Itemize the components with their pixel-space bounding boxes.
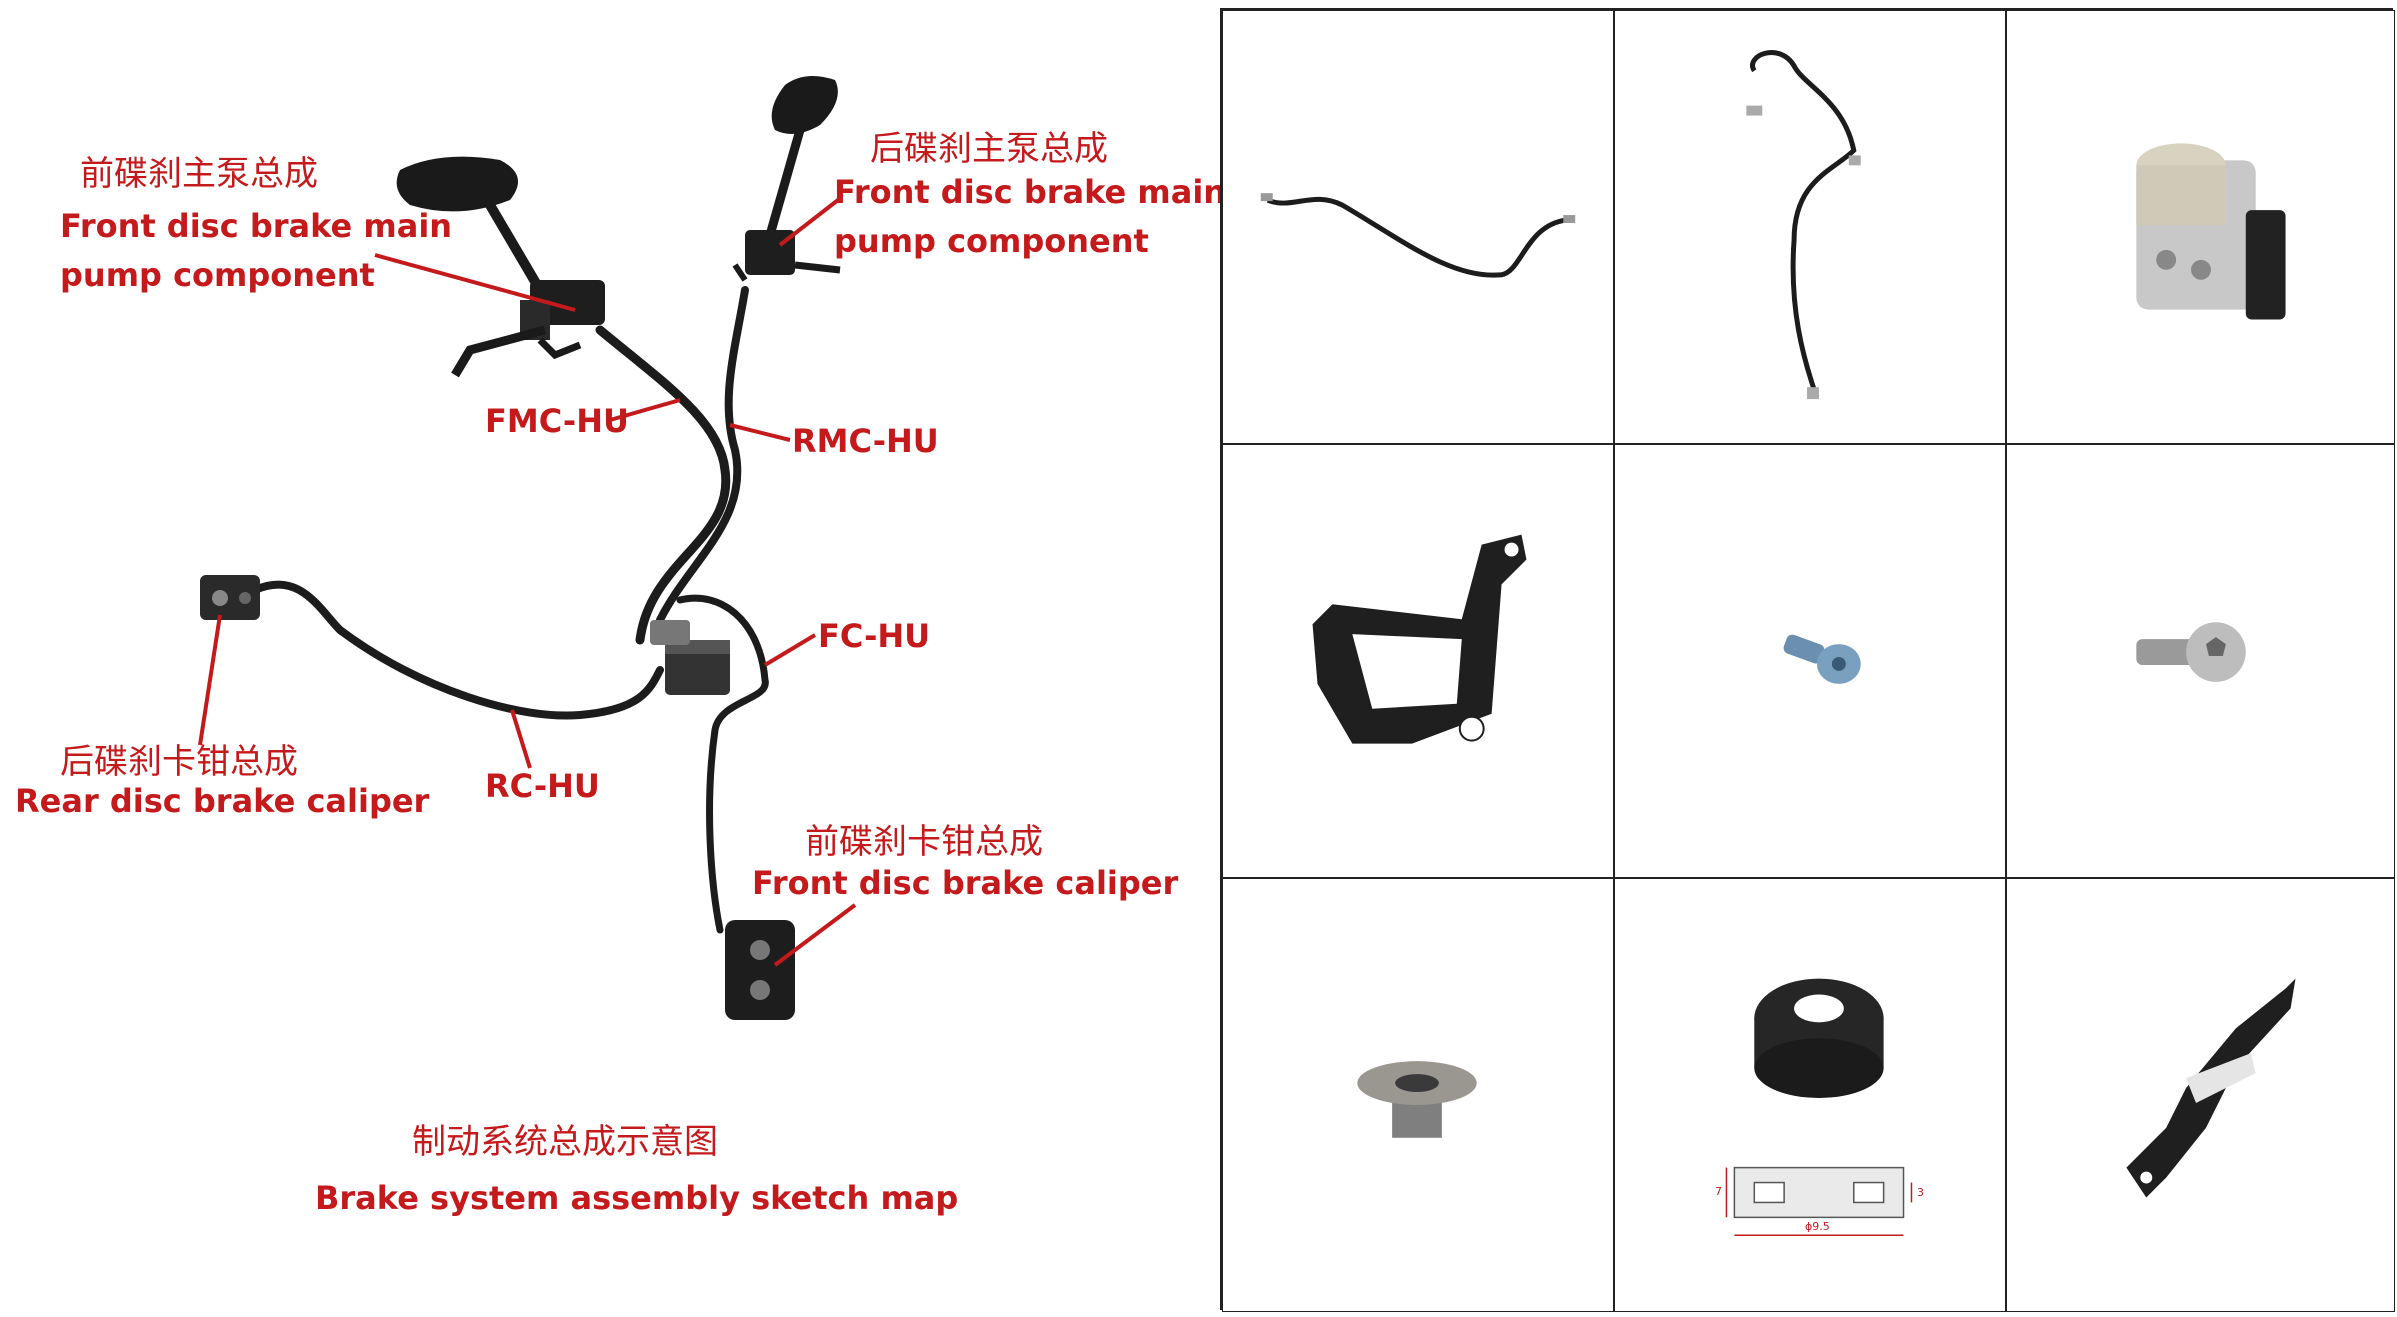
front-pump-label-en-1: Front disc brake main (60, 207, 453, 245)
part-cell-flange-bolt (1614, 444, 2006, 878)
front-pump-label-zh: 前碟刹主泵总成 (80, 154, 318, 194)
brake-hose-long-icon (1746, 50, 1861, 400)
part-cell-flanged-bushing (1222, 878, 1614, 1312)
part-cell-brake-hose-long (1614, 10, 2006, 444)
flange-bolt-icon (1783, 634, 1861, 684)
brake-system-illustration (198, 76, 857, 1020)
part-cell-abs-unit (2006, 10, 2395, 444)
brake-hose-short-icon (1260, 193, 1576, 278)
rmc-hu-leader (729, 423, 791, 442)
front-pump-label-en-2: pump component (60, 256, 375, 294)
brake-system-sketch: 前碟刹主泵总成 Front disc brake main pump compo… (15, 76, 1226, 1217)
rear-pump-label-en-1: Front disc brake main (834, 173, 1227, 211)
caption-en: Brake system assembly sketch map (315, 1179, 959, 1217)
rc-hu-leader (510, 709, 532, 769)
rear-pump-label-en-2: pump component (834, 222, 1149, 260)
fmc-hu-leader (609, 398, 681, 422)
fc-hu-hose (676, 594, 769, 934)
hydraulic-unit-icon (650, 620, 730, 695)
torx-screw-icon (2136, 622, 2246, 682)
rear-caliper-label-en: Rear disc brake caliper (15, 782, 430, 820)
parts-grid: 7 3 ϕ9.5 (1220, 8, 2395, 1312)
mounting-bracket-icon (1312, 534, 1527, 744)
fc-hu-leader (763, 633, 817, 667)
rear-pump-label-zh: 后碟刹主泵总成 (870, 129, 1108, 169)
fc-hu-label: FC-HU (818, 617, 931, 655)
z-bracket-icon (2126, 978, 2296, 1198)
rear-master-cylinder-icon (732, 76, 841, 282)
rear-pump-leader (778, 198, 840, 247)
front-caliper-leader (773, 903, 857, 967)
front-caliper-icon (725, 920, 795, 1020)
abs-unit-icon (2136, 143, 2286, 320)
part-cell-rubber-grommet: 7 3 ϕ9.5 (1614, 878, 2006, 1312)
grommet-dim-diameter: ϕ9.5 (1805, 1220, 1830, 1233)
grommet-dimension-drawing (1725, 1166, 1913, 1237)
flanged-bushing-icon (1357, 1061, 1477, 1138)
part-cell-brake-hose-short (1222, 10, 1614, 444)
rc-hu-label: RC-HU (485, 767, 600, 805)
front-caliper-label-en: Front disc brake caliper (752, 864, 1179, 902)
part-cell-z-bracket (2006, 878, 2395, 1312)
fmc-hu-hose (595, 325, 731, 645)
rubber-grommet-icon (1725, 978, 1913, 1237)
front-master-cylinder-icon (396, 156, 605, 378)
grommet-dim-height: 7 (1715, 1185, 1722, 1198)
fmc-hu-label: FMC-HU (485, 402, 629, 440)
caption-zh: 制动系统总成示意图 (412, 1122, 718, 1162)
front-pump-leader (374, 253, 576, 312)
rear-caliper-leader (198, 614, 222, 746)
part-cell-mounting-bracket (1222, 444, 1614, 878)
rear-caliper-label-zh: 后碟刹卡钳总成 (60, 742, 298, 782)
part-cell-torx-screw (2006, 444, 2395, 878)
rmc-hu-hose (656, 286, 749, 624)
grommet-dim-groove: 3 (1917, 1186, 1924, 1199)
rear-caliper-icon (200, 575, 260, 620)
rmc-hu-label: RMC-HU (792, 422, 939, 460)
front-caliper-label-zh: 前碟刹卡钳总成 (805, 822, 1043, 862)
rc-hu-hose (251, 580, 664, 720)
